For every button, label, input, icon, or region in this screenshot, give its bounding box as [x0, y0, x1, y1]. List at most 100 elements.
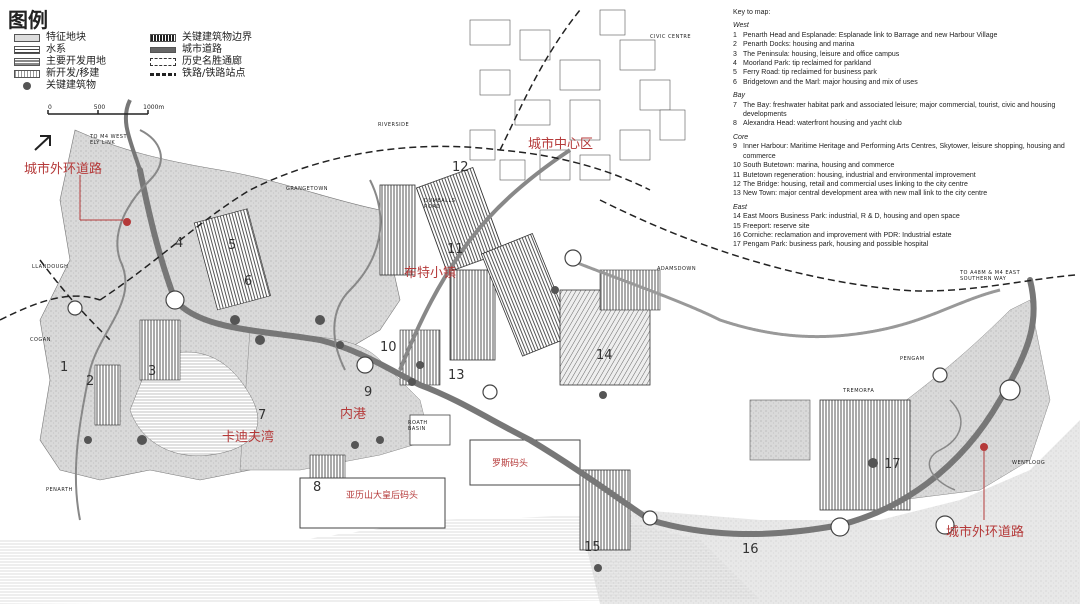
sea-east — [580, 420, 1080, 604]
key-item-number: 14 — [733, 213, 741, 221]
key-item-number: 3 — [733, 50, 737, 58]
place-riverside: RIVERSIDE — [378, 122, 410, 128]
place-roath-basin: ROATH BASIN — [408, 420, 428, 432]
legend-left: 特征地块 水系 主要开发用地 新开发/移建 关键建筑物 — [14, 32, 106, 92]
label-butetown: 布特小镇 — [404, 266, 457, 281]
key-item-number: 6 — [733, 78, 737, 86]
label-ring-road-east: 城市外环道路 — [946, 525, 1025, 540]
key-item-number: 9 — [733, 143, 737, 151]
zone-number-15: 15 — [584, 540, 601, 555]
key-section-heading: West — [733, 22, 749, 30]
key-item-text: Moorland Park: tip reclaimed for parklan… — [743, 60, 872, 68]
feature-plot-swatch — [14, 34, 40, 42]
zone-number-10: 10 — [380, 340, 397, 355]
key-item-number: 8 — [733, 120, 737, 128]
zone-number-6: 6 — [244, 274, 253, 289]
zone-number-7: 7 — [258, 408, 267, 423]
zone-number-3: 3 — [148, 364, 157, 379]
legend-item: 关键建筑物 — [14, 80, 106, 92]
key-item-number: 12 — [733, 180, 741, 188]
key-item-number: 13 — [733, 190, 741, 198]
rail-swatch — [150, 72, 176, 76]
building-boundary-swatch — [150, 34, 176, 42]
zone-number-4: 4 — [175, 236, 184, 251]
label-roath-dock: 罗斯码头 — [492, 459, 529, 469]
key-item: 2 Penarth Docks: housing and marina — [733, 40, 1073, 49]
zone-number-14: 14 — [596, 348, 613, 363]
east-spur-road — [569, 258, 1001, 339]
zone-number-13: 13 — [448, 368, 465, 383]
key-item-text: Butetown regeneration: housing, industri… — [743, 171, 976, 179]
zone-number-17: 17 — [884, 457, 901, 472]
legend-label: 新开发/移建 — [46, 68, 100, 79]
legend-label: 历史名胜通廊 — [182, 56, 242, 67]
key-item-text: Corniche: reclamation and improvement wi… — [743, 231, 952, 239]
scale-labels: 0 500 1000m — [48, 104, 164, 111]
place-civic-centre: CIVIC CENTRE — [650, 34, 692, 40]
legend-item: 新开发/移建 — [14, 68, 106, 80]
key-item-text: East Moors Business Park: industrial, R … — [743, 213, 960, 221]
place-cogan: COGAN — [30, 337, 51, 343]
place-m4-east: TO A48M & M4 EAST SOUTHERN WAY — [960, 270, 1021, 282]
key-item-text: Penarth Docks: housing and marina — [743, 41, 855, 49]
railway-east — [599, 199, 1076, 292]
zone-number-9: 9 — [364, 385, 373, 400]
key-item-number: 17 — [733, 241, 741, 249]
key-item-number: 7 — [733, 101, 737, 109]
label-queen-alexandra-dock: 亚历山大皇后码头 — [346, 491, 419, 501]
place-wentloog: WENTLOOG — [1012, 460, 1046, 466]
roundabouts — [67, 249, 1021, 537]
key-item-number: 1 — [733, 31, 737, 39]
key-item-text: Pengam Park: business park, housing and … — [743, 241, 929, 249]
key-item-number: 2 — [733, 41, 737, 49]
key-item-text: South Butetown: marina, housing and comm… — [743, 162, 895, 170]
key-item-number: 15 — [733, 222, 741, 230]
place-penarth: PENARTH — [46, 487, 73, 493]
legend-item: 主要开发用地 — [14, 56, 106, 68]
place-llandough: LLANDOUGH — [32, 264, 69, 270]
legend-right: 关键建筑物边界 城市道路 历史名胜通廊 铁路/铁路站点 — [150, 32, 252, 80]
key-item-number: 11 — [733, 171, 741, 179]
legend-label: 特征地块 — [46, 32, 86, 43]
key-item-text: Penarth Head and Esplanade: Esplanade li… — [743, 31, 998, 39]
legend-item: 关键建筑物边界 — [150, 32, 252, 44]
queen-alexandra-dock — [299, 477, 446, 529]
place-tremorfa: TREMORFA — [843, 388, 875, 394]
key-building-dot — [23, 82, 31, 90]
place-grangetown: GRANGETOWN — [286, 186, 329, 192]
core-development — [94, 166, 911, 551]
legend-label: 城市道路 — [182, 44, 222, 55]
key-item-text: New Town: major central development area… — [743, 190, 988, 198]
urban-road-swatch — [150, 47, 176, 53]
key-section-heading: Bay — [733, 92, 746, 100]
legend-item: 历史名胜通廊 — [150, 56, 252, 68]
zone-number-11: 11 — [447, 242, 464, 257]
key-item-text: Freeport: reserve site — [743, 222, 810, 230]
place-pengam: PENGAM — [900, 356, 925, 362]
legend-title: 图例 — [8, 8, 48, 32]
key-item-text: Inner Harbour: Maritime Heritage and Per… — [743, 143, 1065, 160]
legend-label: 铁路/铁路站点 — [182, 68, 246, 79]
zone-number-16: 16 — [742, 542, 759, 557]
central-road — [398, 148, 572, 371]
city-grid — [469, 9, 686, 181]
railway-ne — [499, 9, 581, 151]
roath-basin — [409, 414, 451, 446]
major-dev-swatch — [14, 58, 40, 66]
ring-road — [137, 167, 1037, 538]
zone-number-8: 8 — [313, 480, 322, 495]
key-section-heading: Core — [733, 133, 749, 141]
key-item-text: Bridgetown and the Marl: major housing a… — [743, 78, 918, 86]
